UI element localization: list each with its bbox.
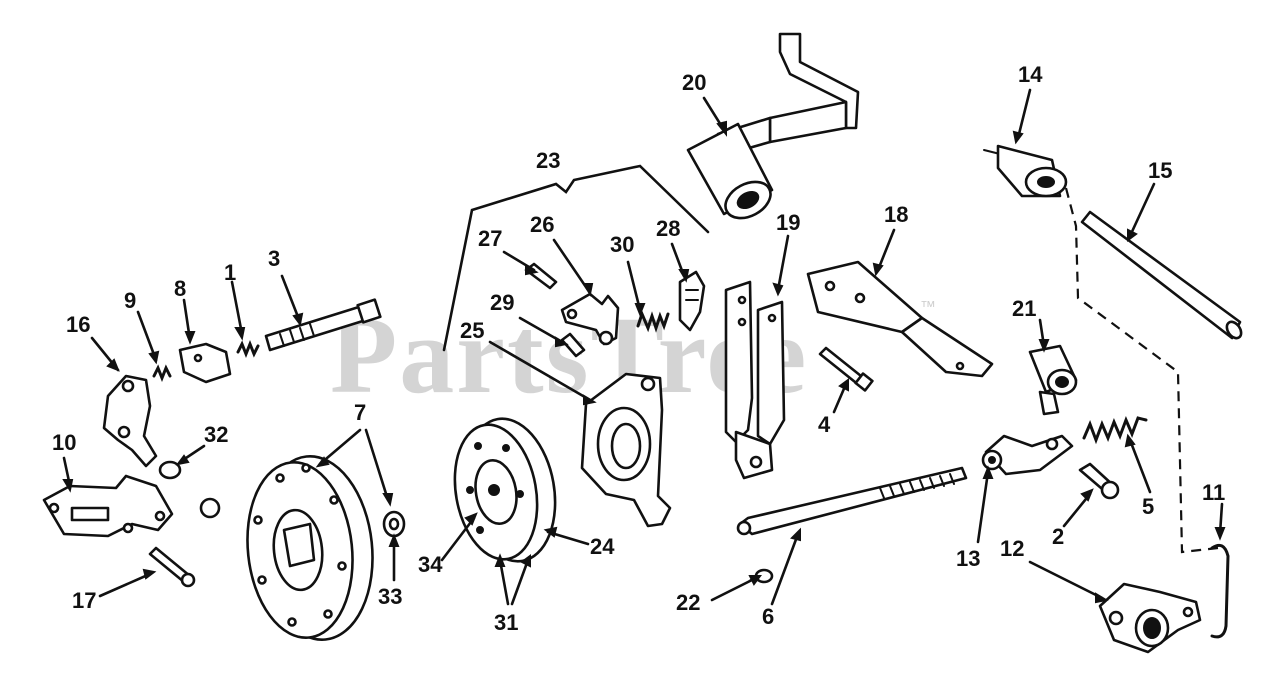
part-16-arm-plate: [102, 374, 158, 468]
part-10-link-bracket: [42, 474, 174, 538]
callout-14: 14: [1018, 62, 1043, 87]
part-19-lever-bracket: [724, 280, 786, 480]
part-21-collar: [1028, 344, 1078, 416]
callout-9: 9: [124, 288, 136, 313]
callout-30: 30: [610, 232, 634, 257]
callout-32: 32: [204, 422, 228, 447]
callout-26: 26: [530, 212, 554, 237]
callout-7: 7: [354, 400, 366, 425]
part-32-plug: [158, 460, 182, 480]
part-14-pivot-block: [983, 144, 1068, 198]
part-25-housing: [580, 372, 672, 528]
callout-3: 3: [268, 246, 280, 271]
callout-5: 5: [1142, 494, 1154, 519]
part-33-spacer: [382, 510, 406, 538]
part-9-spring: [152, 364, 172, 383]
callout-23: 23: [536, 148, 560, 173]
part-26-pivot: [560, 292, 620, 346]
leader-lines: [62, 88, 1226, 606]
part-24-clutch-disc: [453, 417, 557, 563]
part-8-clip-bracket: [178, 342, 232, 384]
callout-10: 10: [52, 430, 76, 455]
part-11-hook-rod: [1210, 543, 1230, 639]
callout-27: 27: [478, 226, 502, 251]
callout-25: 25: [460, 318, 484, 343]
callout-29: 29: [490, 290, 514, 315]
callout-2: 2: [1052, 524, 1064, 549]
part-plug-small: [199, 497, 221, 519]
part-15-rod: [1080, 210, 1243, 340]
callout-15: 15: [1148, 158, 1172, 183]
callout-1: 1: [224, 260, 236, 285]
callout-16: 16: [66, 312, 90, 337]
part-13-lever: [981, 434, 1074, 476]
callout-19: 19: [776, 210, 800, 235]
callout-4: 4: [818, 412, 831, 437]
part-6-threaded-rod: [736, 466, 968, 536]
part-7-pulley: [246, 455, 374, 641]
callout-18: 18: [884, 202, 908, 227]
callout-24: 24: [590, 534, 615, 559]
part-12-cam: [1098, 582, 1202, 654]
part-3-long-bolt: [264, 298, 382, 352]
callout-11: 11: [1202, 480, 1225, 505]
part-20-crank-arm: [686, 32, 860, 220]
callout-28: 28: [656, 216, 680, 241]
part-18-bracket: [806, 260, 994, 378]
watermark-trademark: ™: [920, 299, 936, 316]
part-2-pin: [1078, 462, 1120, 500]
part-28-latch: [678, 270, 706, 332]
callout-21: 21: [1012, 296, 1036, 321]
callout-17: 17: [72, 588, 96, 613]
callout-34: 34: [418, 552, 443, 577]
callout-33: 33: [378, 584, 402, 609]
callout-13: 13: [956, 546, 980, 571]
part-17-pin: [148, 546, 196, 588]
part-5-spring: [1082, 415, 1148, 445]
callout-8: 8: [174, 276, 186, 301]
callout-31: 31: [494, 610, 518, 635]
callout-22: 22: [676, 590, 700, 615]
part-1-spring: [236, 339, 260, 359]
part-29-pin: [560, 332, 586, 358]
callout-20: 20: [682, 70, 706, 95]
part-30-spring: [636, 309, 670, 333]
callout-6: 6: [762, 604, 774, 629]
part-4-bolt: [818, 346, 874, 392]
callout-labels: 1 2 3 4 5 6 7 8 9 10 11 12 13 14 15 16 1…: [52, 62, 1225, 635]
callout-12: 12: [1000, 536, 1024, 561]
dashed-routing-line: [1064, 187, 1219, 554]
